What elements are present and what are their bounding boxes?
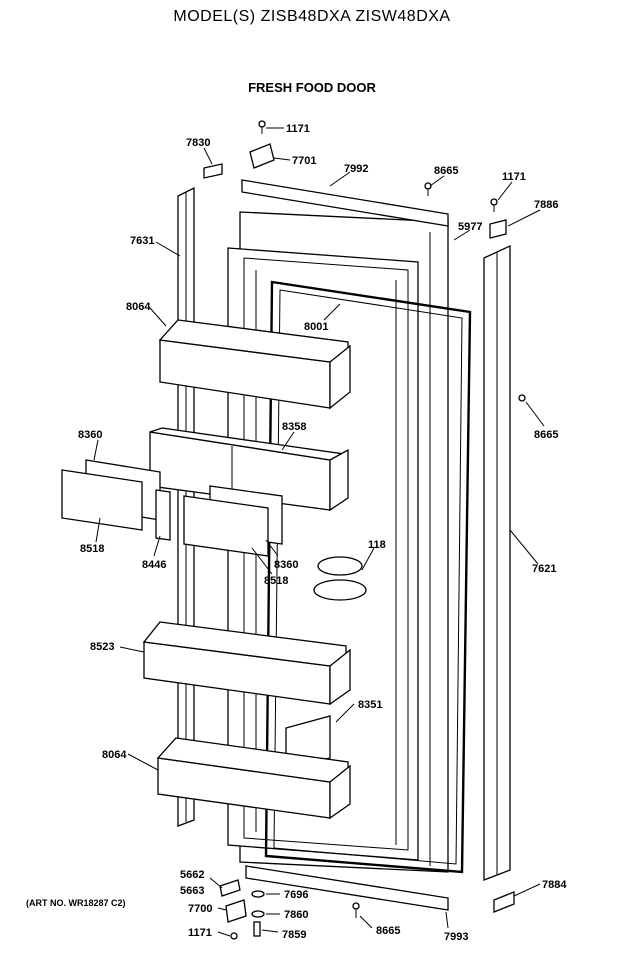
art-number: (ART NO. WR18287 C2) <box>26 898 126 908</box>
callout-8064-bottom: 8064 <box>102 749 127 761</box>
dairy-hinge-8446 <box>155 489 171 541</box>
right-frame-strip-7621 <box>483 244 511 881</box>
door-bin-8064-top <box>158 319 351 410</box>
callout-8358: 8358 <box>282 421 306 433</box>
callout-5977: 5977 <box>458 221 482 233</box>
screw-8665-bottom <box>352 902 360 918</box>
pin-7859 <box>253 921 261 937</box>
model-title: MODEL(S) ZISB48DXA ZISW48DXA <box>173 8 451 25</box>
callout-1171-bottom: 1171 <box>188 927 212 939</box>
callout-8523: 8523 <box>90 641 114 653</box>
callout-8351: 8351 <box>358 699 382 711</box>
callout-8446: 8446 <box>142 559 166 571</box>
screw-8665-mid <box>518 394 526 402</box>
callout-118: 118 <box>368 539 386 551</box>
callout-8064-top: 8064 <box>126 301 151 313</box>
callout-7992: 7992 <box>344 163 368 175</box>
callout-7700: 7700 <box>188 903 212 915</box>
hinge-cover-7884 <box>493 891 515 913</box>
screw-1171-right <box>490 198 498 212</box>
callout-8665-mid: 8665 <box>534 429 558 441</box>
callout-8360-left: 8360 <box>78 429 102 441</box>
screw-8665-top <box>424 182 432 196</box>
callout-8665-bottom: 8665 <box>376 925 400 937</box>
hinge-7700 <box>225 899 247 923</box>
callout-7860: 7860 <box>284 909 308 921</box>
callout-5663: 5663 <box>180 885 204 897</box>
washer-7696 <box>251 890 265 898</box>
butter-cover-118 <box>313 556 367 601</box>
callout-8665-top: 8665 <box>434 165 458 177</box>
diagram-subtitle: FRESH FOOD DOOR <box>248 80 376 95</box>
callout-1171-right: 1171 <box>502 171 526 183</box>
callout-7621: 7621 <box>532 563 556 575</box>
callout-1171-top: 1171 <box>286 123 310 135</box>
callout-7830: 7830 <box>186 137 210 149</box>
callout-7696: 7696 <box>284 889 308 901</box>
callout-7701: 7701 <box>292 155 316 167</box>
door-bin-8523 <box>142 621 351 706</box>
top-cap-7992 <box>241 179 449 227</box>
hinge-bracket-7701 <box>249 143 275 169</box>
callout-7886: 7886 <box>534 199 558 211</box>
dairy-compartment-8358 <box>149 427 349 512</box>
hinge-5662 <box>219 879 241 897</box>
screw-1171-top <box>258 120 266 134</box>
callout-8001: 8001 <box>304 321 328 333</box>
callout-8360-mid: 8360 <box>274 559 298 571</box>
callout-7631: 7631 <box>130 235 154 247</box>
bottom-cap-7993 <box>245 865 449 911</box>
washer-7860 <box>251 910 265 918</box>
dairy-door-mid-8518 <box>183 495 269 557</box>
callout-7859: 7859 <box>282 929 306 941</box>
dairy-door-left-8518 <box>61 469 143 531</box>
door-bin-8064-bottom <box>156 737 351 820</box>
screw-1171-bottom <box>230 932 238 940</box>
callout-7884: 7884 <box>542 879 567 891</box>
callout-8518-mid: 8518 <box>264 575 288 587</box>
hinge-pin-7830 <box>203 163 223 179</box>
callout-8518-left: 8518 <box>80 543 104 555</box>
callout-5662: 5662 <box>180 869 204 881</box>
callout-7993: 7993 <box>444 931 468 943</box>
hinge-cover-7886 <box>489 219 507 239</box>
leader-lines <box>93 127 545 937</box>
